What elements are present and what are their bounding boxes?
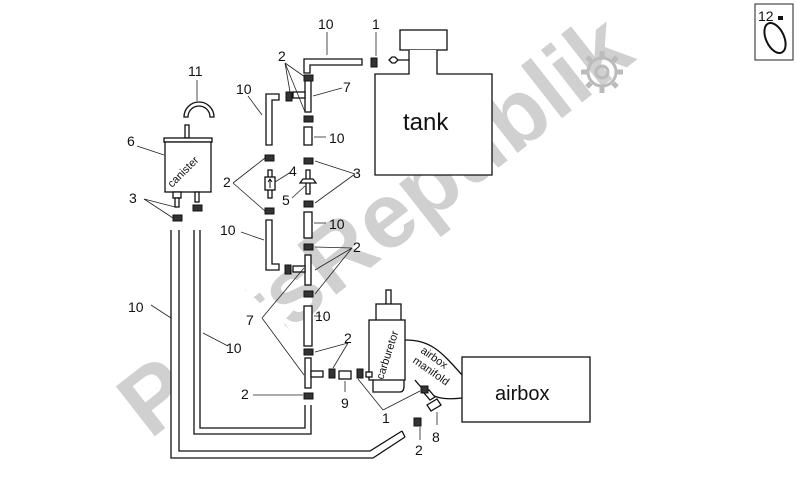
- callout-4: 4: [289, 163, 297, 179]
- canister: canister: [163, 124, 213, 208]
- callout-10: 10: [329, 130, 345, 146]
- callout-3: 3: [129, 190, 137, 206]
- callout-6: 6: [127, 133, 135, 149]
- callout-2: 2: [344, 330, 352, 346]
- callout-2: 2: [278, 48, 286, 64]
- callouts: 10 1 11 10 2 7 6 10 4 3 2 5 3 10 10 2 7 …: [127, 16, 440, 458]
- valve-4: [264, 169, 276, 199]
- airbox-label: airbox: [495, 383, 549, 405]
- callout-10: 10: [329, 216, 345, 232]
- hose-10-mid3: [303, 305, 313, 347]
- callout-1: 1: [382, 410, 390, 426]
- part-12-clamp-box: 12: [754, 3, 794, 61]
- tee-fitting-middle: [292, 254, 312, 286]
- tank-label: tank: [403, 109, 449, 136]
- leader-lines: [136, 32, 438, 440]
- callout-2: 2: [223, 174, 231, 190]
- hose-10-left-upper: [265, 93, 280, 146]
- hose-10-mid1: [303, 126, 313, 146]
- callout-2: 2: [353, 239, 361, 255]
- hose-end: [401, 430, 406, 438]
- callout-3: 3: [353, 165, 361, 181]
- callout-5: 5: [282, 192, 290, 208]
- callout-10: 10: [318, 16, 334, 32]
- callout-10: 10: [220, 222, 236, 238]
- airbox-manifold: airbox manifold: [404, 339, 463, 400]
- callout-10: 10: [128, 299, 144, 315]
- callout-7: 7: [246, 312, 254, 328]
- callout-7: 7: [343, 79, 351, 95]
- callout-1: 1: [372, 16, 380, 32]
- callout-2: 2: [415, 442, 423, 458]
- tee-fitting-lower: [304, 357, 324, 389]
- valve-5: [298, 169, 318, 195]
- hose-10-inner: [193, 230, 312, 435]
- callout-10: 10: [226, 340, 242, 356]
- hose-clamps: [172, 57, 429, 427]
- airbox: airbox: [461, 356, 591, 423]
- callout-8: 8: [432, 429, 440, 445]
- part-11-cover: [183, 101, 215, 118]
- callout-10: 10: [315, 308, 331, 324]
- part-9-pipe: [338, 370, 352, 380]
- callout-2: 2: [241, 386, 249, 402]
- gear-icon: [581, 51, 623, 93]
- tee-fitting-upper: [292, 79, 312, 113]
- tank: tank: [374, 29, 493, 176]
- carburetor: carburetor: [365, 289, 406, 393]
- callout-10: 10: [236, 81, 252, 97]
- hose-10-top: [303, 58, 363, 74]
- callout-9: 9: [341, 395, 349, 411]
- hose-10-left-lower: [265, 219, 280, 271]
- callout-12: 12: [758, 8, 774, 24]
- callout-11: 11: [188, 63, 203, 79]
- hose-clamp-icon: [763, 16, 787, 54]
- elbow-fitting-8: [423, 389, 442, 412]
- hose-10-mid2: [303, 211, 313, 239]
